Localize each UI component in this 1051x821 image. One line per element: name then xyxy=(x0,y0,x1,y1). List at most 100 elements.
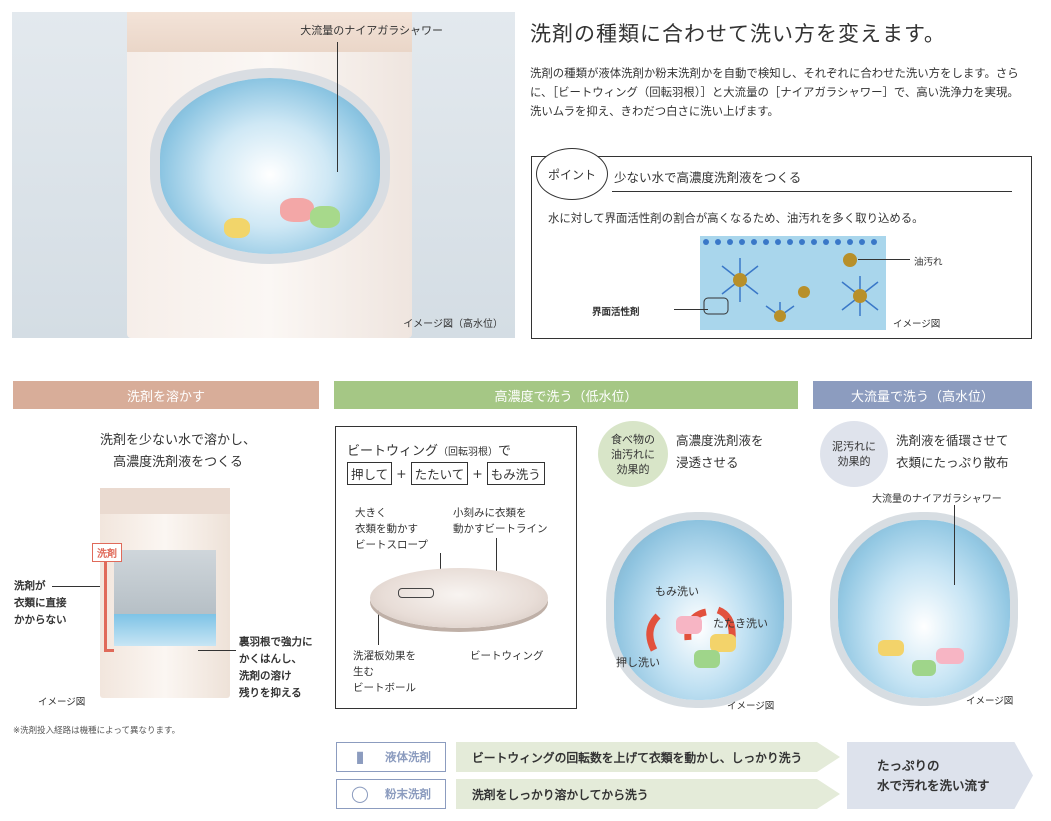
plus: + xyxy=(396,466,407,481)
title-tail: で xyxy=(498,444,512,459)
concentrate-text: 高濃度洗剤液を 浸透させる xyxy=(676,430,764,474)
footnote: ※洗剤投入経路は機種によって異なります。 xyxy=(13,726,181,736)
label-line: ビートボール xyxy=(353,682,416,694)
leader-line xyxy=(954,505,955,585)
row-powder-method: 洗剤をしっかり溶かしてから洗う xyxy=(456,779,840,809)
leader-line xyxy=(52,586,100,587)
molecule-illustration xyxy=(703,239,879,322)
image-label: イメージ図 xyxy=(966,696,1014,707)
plus: + xyxy=(472,466,483,481)
clothes-illustration xyxy=(878,640,964,676)
washer-lid xyxy=(127,12,412,52)
badge-line: 効果的 xyxy=(616,462,650,476)
title-main: ビートウィング xyxy=(347,444,439,459)
text-line: 衣類にたっぷり散布 xyxy=(896,455,1009,470)
intro-text: 洗剤の種類が液体洗剤か粉末洗剤かを自動で検知し、それぞれに合わせた洗い方をします… xyxy=(530,66,1019,118)
volume-text: 洗剤液を循環させて 衣類にたっぷり散布 xyxy=(896,430,1009,474)
badge-food-oil: 食べ物の 油汚れに 効果的 xyxy=(598,421,668,487)
drum-low-water xyxy=(614,520,784,700)
section-bar-dissolve: 洗剤を溶かす xyxy=(13,381,319,409)
label-line: 洗濯板効果を xyxy=(353,650,416,662)
note-line: 洗剤の溶け xyxy=(239,670,292,682)
action-tap: たたいて xyxy=(410,462,469,485)
washer-top xyxy=(100,488,230,514)
point-desc: 水に対して界面活性剤の割合が高くなるため、油汚れを多く取り込める。 xyxy=(548,211,924,225)
text-line: 浸透させる xyxy=(676,455,739,470)
label-line: 生む xyxy=(353,666,374,678)
text-line: 洗剤液を循環させて xyxy=(896,433,1009,448)
cloth xyxy=(280,198,314,222)
tag-powder-detergent: ◯ 粉末洗剤 xyxy=(336,779,446,809)
wash-motion-arrows xyxy=(646,606,736,668)
beatwing-title: ビートウィング（回転羽根）で xyxy=(347,440,511,459)
label-oil: 油汚れ xyxy=(914,257,943,268)
label-detergent: 洗剤 xyxy=(92,543,122,562)
label-line: 小刻みに衣類を xyxy=(453,507,527,519)
tag-label: 液体洗剤 xyxy=(385,750,431,764)
text-line: 洗剤を少ない水で溶かし、 xyxy=(99,433,256,448)
text-line: 高濃度洗剤液をつくる xyxy=(113,455,243,470)
badge-line: 油汚れに xyxy=(611,447,655,461)
section-bar-concentrate: 高濃度で洗う（低水位） xyxy=(334,381,798,409)
result-line: たっぷりの xyxy=(877,757,940,773)
note-line: 衣類に直接 xyxy=(14,597,67,609)
label-rub-wash: もみ洗い xyxy=(655,585,699,598)
label-surfactant: 界面活性剤 xyxy=(592,307,640,318)
text-line: 高濃度洗剤液を xyxy=(676,433,764,448)
note-back-blade: 裏羽根で強力に かくはんし、 洗剤の溶け 残りを抑える xyxy=(239,634,313,702)
dissolve-text: 洗剤を少ない水で溶かし、 高濃度洗剤液をつくる xyxy=(58,430,298,474)
leader-line xyxy=(674,309,708,310)
action-push: 押して xyxy=(347,462,393,485)
label-line: 動かすビートライン xyxy=(453,523,548,535)
image-label: イメージ図 xyxy=(38,697,86,708)
image-label: イメージ図 xyxy=(727,701,775,712)
point-title: 少ない水で高濃度洗剤液をつくる xyxy=(614,170,802,185)
note-line: かからない xyxy=(14,614,67,626)
note-no-direct-contact: 洗剤が 衣類に直接 かからない xyxy=(14,578,67,629)
label-beat-wing: ビートウィング xyxy=(470,650,544,662)
note-line: 裏羽根で強力に xyxy=(239,636,313,648)
label-beat-ball: 洗濯板効果を 生む ビートボール xyxy=(353,648,416,696)
badge-mud: 泥汚れに 効果的 xyxy=(820,421,888,487)
label-line: 衣類を動かす xyxy=(355,523,418,535)
powder-scoop-icon: ◯ xyxy=(351,784,369,803)
row-liquid-method: ビートウィングの回転数を上げて衣類を動かし、しっかり洗う xyxy=(456,742,840,772)
divider xyxy=(612,191,1012,192)
beatwing-box xyxy=(335,426,577,709)
pulsator-illustration xyxy=(370,568,548,628)
leader-line xyxy=(378,603,379,645)
label-beat-line: 小刻みに衣類を 動かすビートライン xyxy=(453,505,548,537)
leader-line xyxy=(198,650,236,651)
beat-ball-marker xyxy=(398,588,434,598)
badge-line: 泥汚れに xyxy=(832,440,876,453)
hero-callout: 大流量のナイアガラシャワー xyxy=(300,24,443,37)
note-line: 残りを抑える xyxy=(239,687,302,699)
washer-drum xyxy=(160,78,380,254)
cloth xyxy=(310,206,340,228)
hero-caption: イメージ図（高水位） xyxy=(403,319,503,330)
label-line: 大きく xyxy=(355,507,387,519)
callout-line xyxy=(337,42,338,172)
cloth xyxy=(224,218,250,238)
label-niagara-shower: 大流量のナイアガラシャワー xyxy=(872,494,1002,505)
action-rub: もみ洗う xyxy=(486,462,545,485)
point-badge: ポイント xyxy=(536,148,608,200)
tag-liquid-detergent: ▮ 液体洗剤 xyxy=(336,742,446,772)
detergent-flow xyxy=(104,550,114,652)
note-line: 洗剤が xyxy=(14,580,46,592)
label-line: ビートスロープ xyxy=(355,539,428,551)
page-title: 洗剤の種類に合わせて洗い方を変えます。 xyxy=(530,22,946,46)
drum-high-water xyxy=(838,520,1010,698)
wash-actions: 押して + たたいて + もみ洗う xyxy=(347,462,545,485)
label-tap-wash: たたき洗い xyxy=(713,617,768,630)
leader-line xyxy=(440,553,441,581)
leader-line xyxy=(858,259,910,260)
washer-water xyxy=(114,614,216,646)
liquid-bottle-icon: ▮ xyxy=(355,747,365,766)
result-arrow: たっぷりの 水で汚れを洗い流す xyxy=(847,742,1033,809)
label-beat-slope: 大きく 衣類を動かす ビートスロープ xyxy=(355,505,428,553)
result-line: 水で汚れを洗い流す xyxy=(877,777,990,793)
badge-line: 効果的 xyxy=(837,455,871,468)
leader-line xyxy=(496,538,497,574)
tag-label: 粉末洗剤 xyxy=(385,787,431,801)
